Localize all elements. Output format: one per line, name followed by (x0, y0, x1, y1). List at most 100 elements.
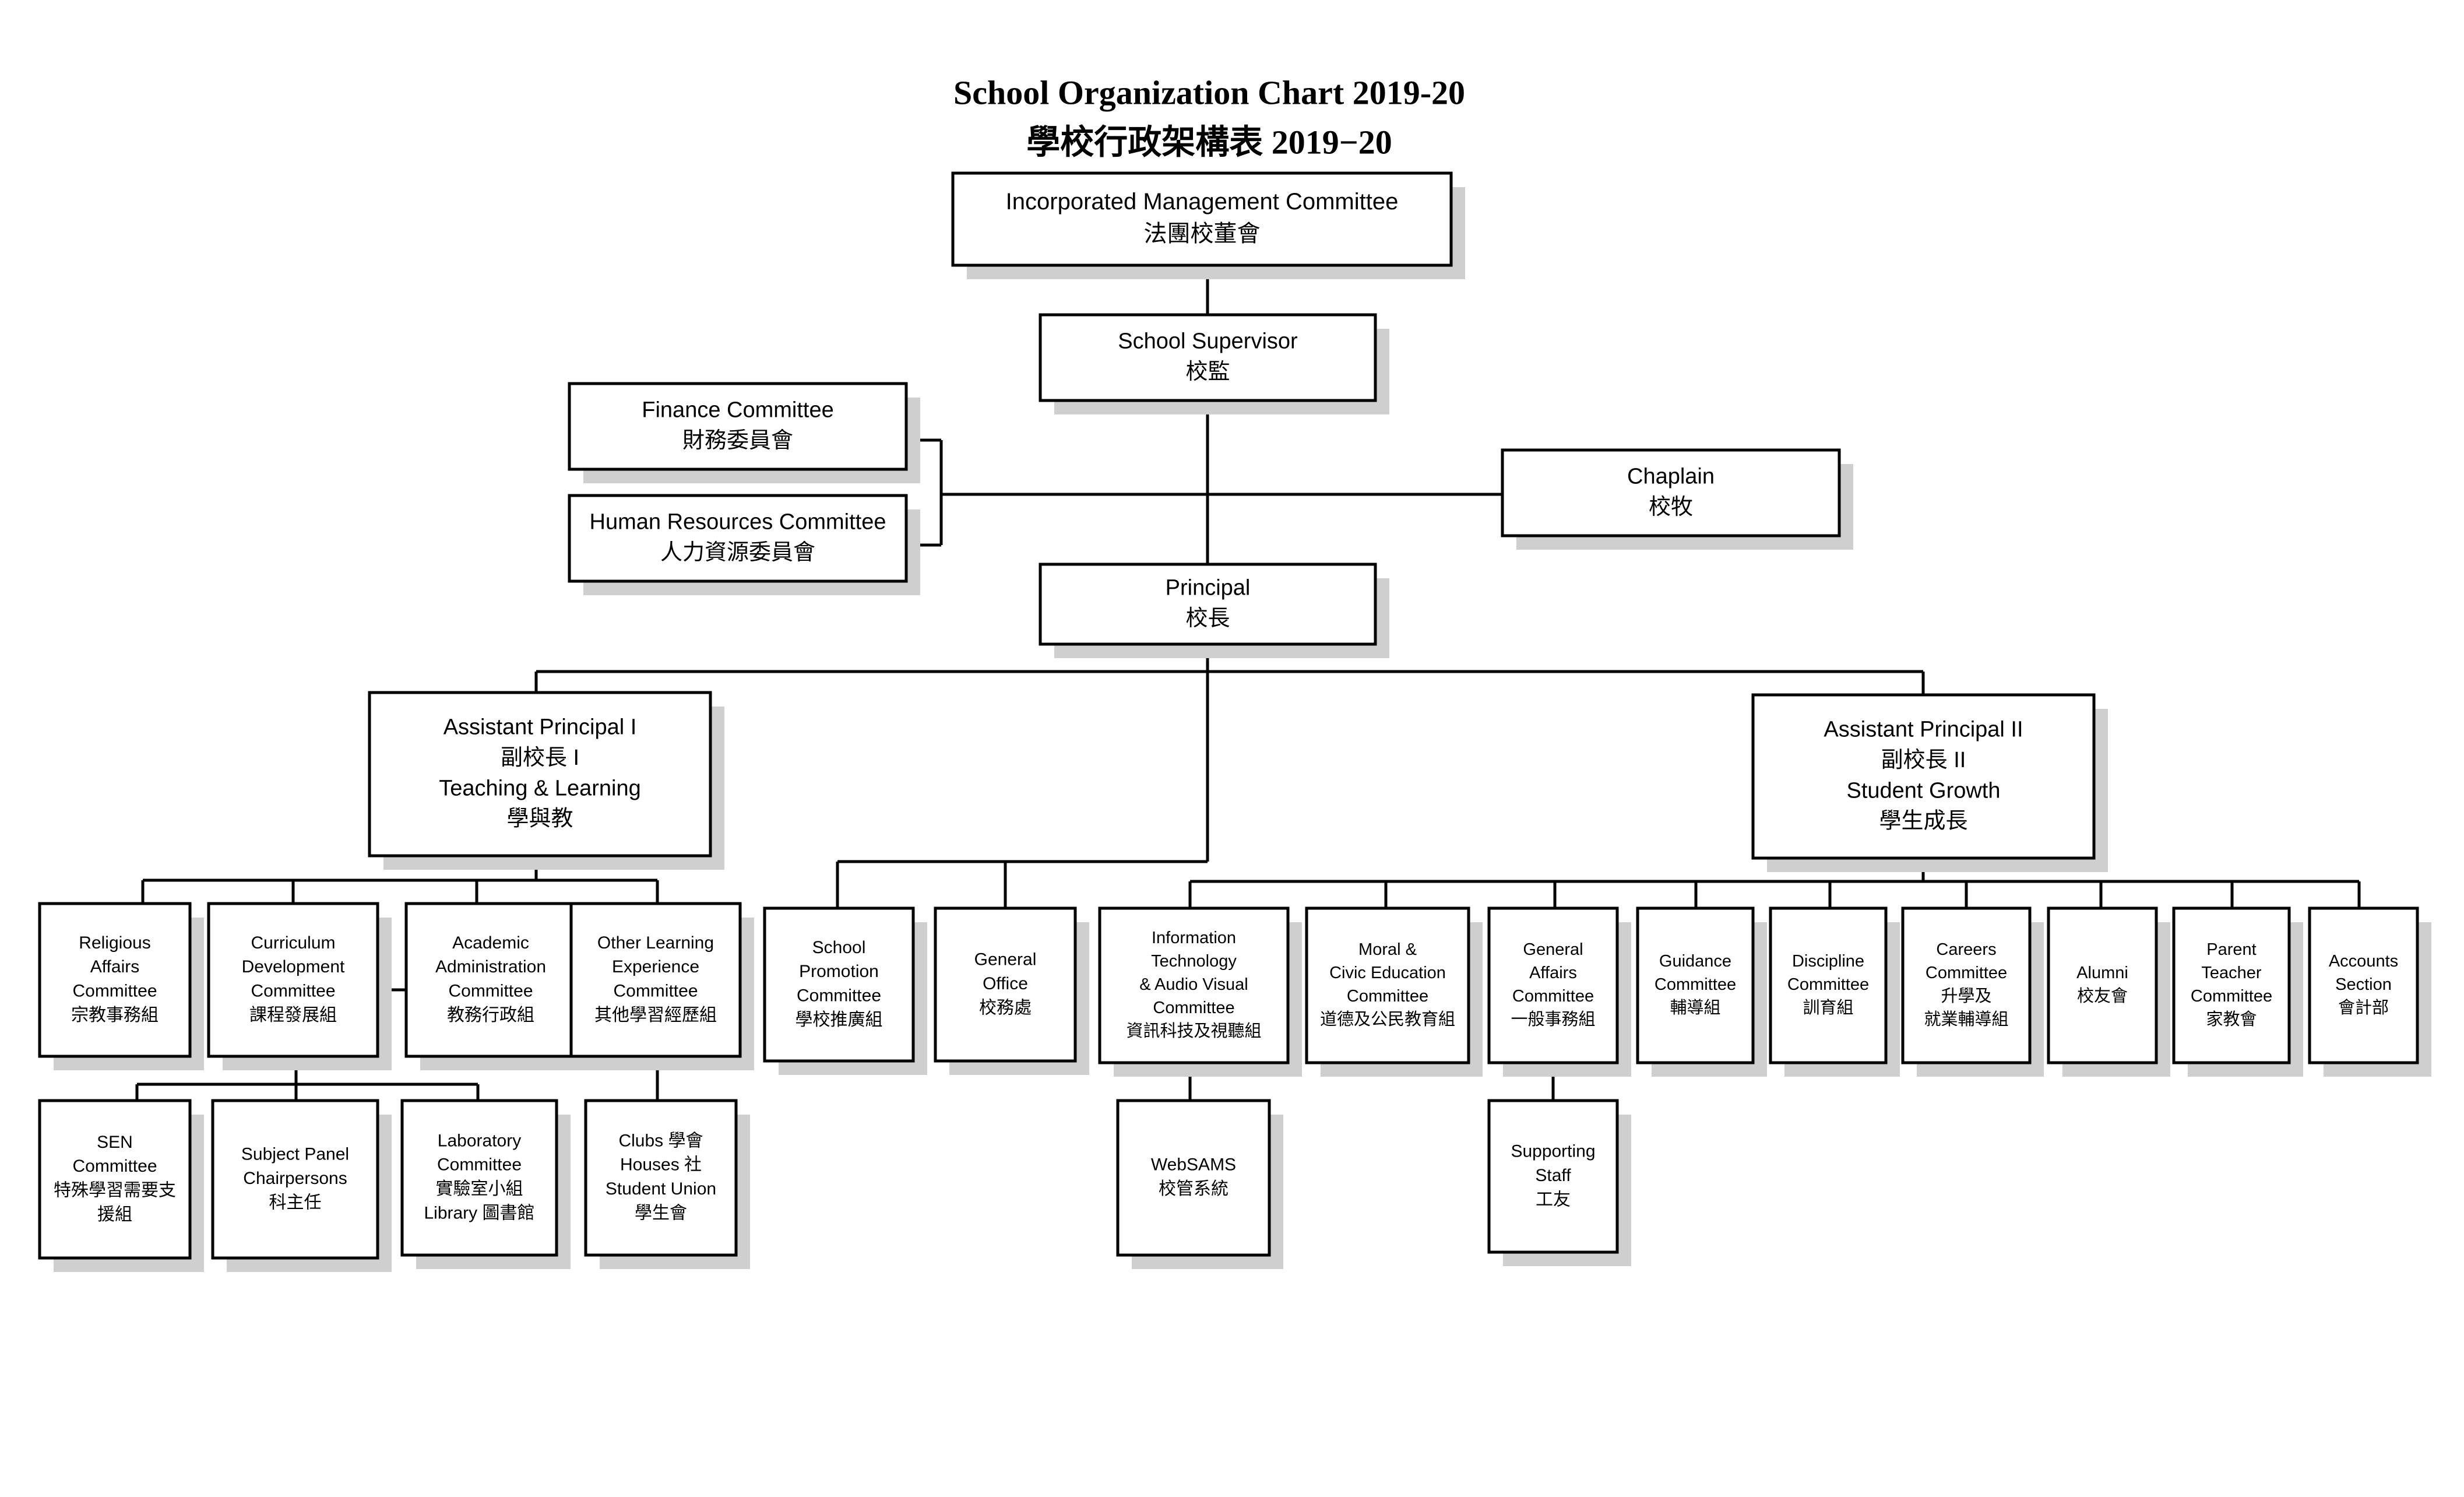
node-label: 校友會 (2077, 986, 2128, 1006)
node-label: 學生成長 (1879, 809, 1967, 834)
node-label: Incorporated Management Committee (1006, 189, 1399, 215)
node-label: Chairpersons (243, 1169, 347, 1188)
node-label: School Supervisor (1118, 329, 1298, 353)
node-label: 財務委員會 (682, 428, 793, 453)
node-label: 特殊學習需要支 (54, 1181, 176, 1200)
node-box (584, 1099, 738, 1257)
node-box (2047, 906, 2158, 1064)
node-box (1487, 1099, 1619, 1254)
node-label: 副校長 I (501, 746, 579, 770)
node-label: 一般事務組 (1511, 1010, 1595, 1029)
node-label: General (1523, 940, 1583, 959)
node-alumni: Alumni 校友會 (2047, 906, 2170, 1077)
node-box (951, 171, 1453, 267)
node-box (38, 1099, 192, 1260)
node-label: Library 圖書館 (424, 1204, 534, 1223)
node-label: 學生會 (635, 1204, 687, 1223)
node-box (1769, 906, 1888, 1064)
node-label: 實驗室小組 (436, 1179, 523, 1199)
node-box (1305, 906, 1470, 1064)
node-label: Committee (2191, 987, 2272, 1006)
node-label: School (812, 938, 866, 957)
node-box (1751, 693, 2096, 860)
node-label: Information (1152, 929, 1236, 947)
node-label: 教務行政組 (447, 1006, 534, 1025)
node-label: 校務處 (979, 998, 1032, 1017)
node-label: 學與教 (506, 807, 573, 831)
node-label: 會計部 (2338, 998, 2389, 1017)
node-label: Committee (613, 982, 698, 1001)
node-label: 就業輔導組 (1924, 1010, 2008, 1029)
node-label: 資訊科技及視聽組 (1126, 1021, 1261, 1041)
node-label: 家教會 (2206, 1010, 2257, 1029)
node-label: Laboratory (438, 1131, 521, 1150)
node-box (2308, 906, 2419, 1064)
node-label: Parent (2206, 940, 2256, 959)
node-box (404, 902, 577, 1058)
node-label: Committee (1655, 975, 1736, 994)
node-label: 道德及公民教育組 (1320, 1010, 1455, 1029)
node-label: Committee (251, 982, 335, 1001)
node-label: 升學及 (1941, 987, 1991, 1006)
chart-title-chinese: 學校行政架構表 2019−20 (1026, 123, 1392, 161)
node-box (2172, 906, 2291, 1064)
node-label: Religious (79, 933, 150, 953)
node-label: Clubs 學會 (618, 1131, 703, 1150)
node-label: 其他學習經歷組 (594, 1006, 717, 1025)
node-label: Academic (452, 933, 529, 953)
node-box (1901, 906, 2032, 1064)
node-box (1039, 313, 1377, 402)
node-label: 副校長 II (1881, 748, 1966, 772)
node-box (763, 906, 915, 1063)
node-label: Alumni (2076, 964, 2128, 982)
node-label: Section (2335, 975, 2392, 994)
node-label: 校長 (1185, 606, 1230, 631)
node-label: Subject Panel (241, 1145, 349, 1164)
node-box (207, 902, 379, 1058)
node-label: Staff (1535, 1166, 1571, 1185)
node-label: Student Union (606, 1179, 716, 1199)
node-label: Careers (1936, 940, 1996, 959)
node-label: 工友 (1536, 1190, 1571, 1209)
node-label: SEN (97, 1133, 133, 1152)
node-label: Assistant Principal I (443, 715, 637, 739)
node-label: Accounts (2329, 952, 2398, 971)
node-label: Technology (1151, 952, 1237, 971)
node-label: Student Growth (1846, 778, 2000, 803)
node-label: Civic Education (1329, 964, 1446, 982)
node-label: Committee (797, 986, 881, 1006)
node-label: Committee (1347, 987, 1428, 1006)
node-label: Development (242, 957, 345, 976)
node-box (38, 902, 192, 1058)
node-label: Experience (612, 957, 699, 976)
node-label: Committee (1787, 975, 1869, 994)
node-label: 法團校董會 (1144, 221, 1261, 247)
node-box (1098, 906, 1290, 1064)
chart-title: School Organization Chart 2019-20 (953, 73, 1465, 111)
node-label: 訓育組 (1803, 998, 1853, 1017)
node-label: Office (983, 974, 1028, 993)
node-label: Administration (435, 957, 546, 976)
node-box (400, 1099, 558, 1257)
node-label: 校牧 (1649, 495, 1693, 519)
node-label: Committee (437, 1155, 522, 1175)
node-label: Committee (1926, 964, 2007, 982)
node-label: Teacher (2201, 964, 2262, 982)
node-label: 校管系統 (1159, 1179, 1229, 1199)
node-box (1636, 906, 1755, 1064)
node-box (211, 1099, 379, 1260)
